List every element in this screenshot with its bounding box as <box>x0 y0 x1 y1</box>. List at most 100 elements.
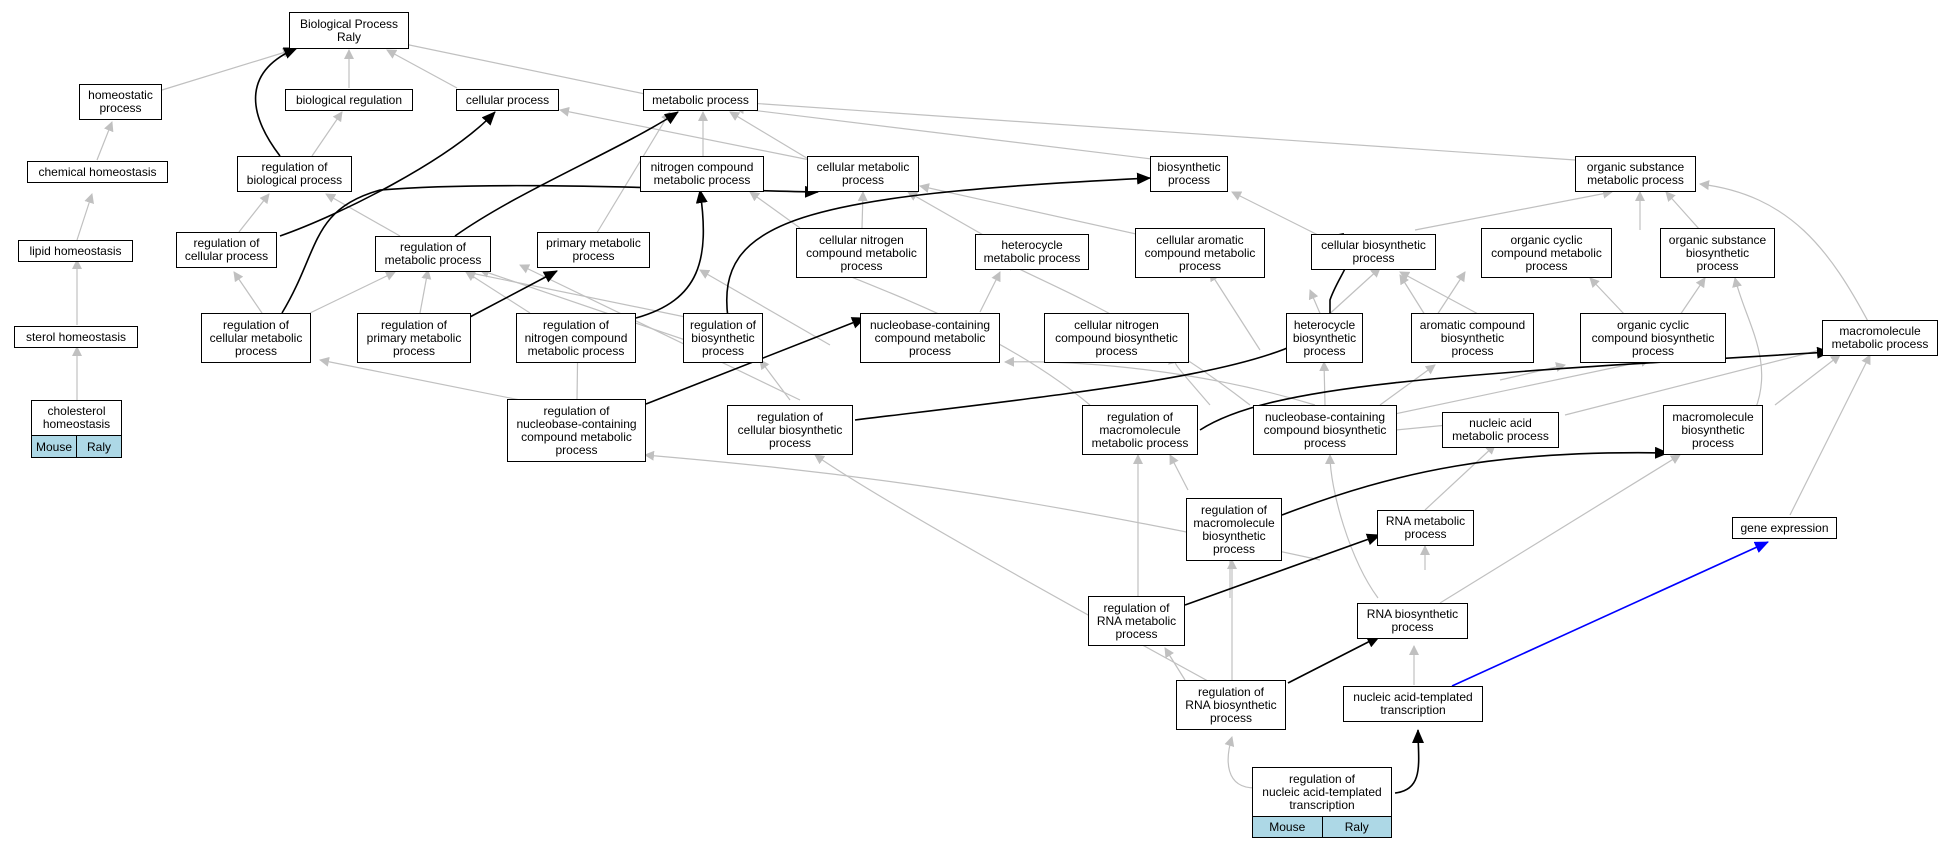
edge <box>919 183 1146 237</box>
node-cellular-nitrogen-compound-biosynthetic-process[interactable]: cellular nitrogen compound biosynthetic … <box>1044 313 1189 363</box>
edge <box>1281 446 1669 516</box>
edge <box>814 454 1218 687</box>
node-homeostatic-process[interactable]: homeostatic process <box>79 84 162 120</box>
edge <box>1319 361 1330 406</box>
edge <box>479 268 701 346</box>
node-nucleic-acid-templated-transcription[interactable]: nucleic acid-templated transcription <box>1343 686 1483 722</box>
node-regulation-of-cellular-process[interactable]: regulation of cellular process <box>176 232 277 268</box>
node-cellular-aromatic-compound-metabolic-process[interactable]: cellular aromatic compound metabolic pro… <box>1135 228 1265 278</box>
edge <box>1231 191 1321 237</box>
node-organic-cyclic-compound-biosynthetic-process[interactable]: organic cyclic compound biosynthetic pro… <box>1580 313 1726 363</box>
node-macromolecule-biosynthetic-process[interactable]: macromolecule biosynthetic process <box>1663 405 1763 455</box>
edge <box>1169 454 1189 491</box>
node-regulation-of-nucleic-acid-templated-transcription[interactable]: regulation of nucleic acid-templated tra… <box>1252 767 1392 817</box>
node-heterocycle-biosynthetic-process[interactable]: heterocycle biosynthetic process <box>1286 313 1363 363</box>
node-regulation-of-biosynthetic-process[interactable]: regulation of biosynthetic process <box>683 313 763 363</box>
node-regulation-of-nucleobase-containing-compound-metabolic-process[interactable]: regulation of nucleobase-containing comp… <box>507 399 646 462</box>
edge <box>857 191 868 229</box>
edge <box>1168 354 1211 406</box>
edge <box>161 47 293 91</box>
edge <box>559 106 811 161</box>
node-nucleic-acid-metabolic-process[interactable]: nucleic acid metabolic process <box>1442 412 1559 448</box>
edge <box>1451 541 1769 687</box>
node-regulation-of-cellular-biosynthetic-process[interactable]: regulation of cellular biosynthetic proc… <box>727 405 853 455</box>
node-cellular-nitrogen-compound-metabolic-process[interactable]: cellular nitrogen compound metabolic pro… <box>796 228 927 278</box>
edge <box>734 97 1576 161</box>
edge <box>1184 533 1381 606</box>
node-regulation-of-cellular-metabolic-process[interactable]: regulation of cellular metabolic process <box>201 313 311 363</box>
node-gene-expression[interactable]: gene expression <box>1732 517 1837 539</box>
edge <box>1414 188 1613 231</box>
edge <box>325 193 401 237</box>
edge <box>386 49 458 89</box>
cholesterol-tag-row: Mouse Raly <box>31 436 122 458</box>
edge <box>519 264 801 401</box>
edge <box>465 271 531 314</box>
tag-raly: Raly <box>76 436 121 457</box>
node-regulation-of-primary-metabolic-process[interactable]: regulation of primary metabolic process <box>357 313 471 363</box>
node-biological-regulation[interactable]: biological regulation <box>285 89 413 111</box>
node-lipid-homeostasis[interactable]: lipid homeostasis <box>18 240 133 262</box>
node-aromatic-compound-biosynthetic-process[interactable]: aromatic compound biosynthetic process <box>1411 313 1534 363</box>
node-regulation-of-biological-process[interactable]: regulation of biological process <box>237 156 352 192</box>
edge <box>1389 356 1651 416</box>
edge <box>734 104 1161 161</box>
edge <box>1394 729 1425 794</box>
node-macromolecule-metabolic-process[interactable]: macromolecule metabolic process <box>1822 320 1938 356</box>
edge <box>1732 277 1763 411</box>
node-chemical-homeostasis[interactable]: chemical homeostasis <box>27 161 168 183</box>
node-cellular-metabolic-process[interactable]: cellular metabolic process <box>807 156 919 192</box>
edge <box>254 47 298 157</box>
node-nitrogen-compound-metabolic-process[interactable]: nitrogen compound metabolic process <box>640 156 764 192</box>
edge <box>907 191 986 237</box>
edge <box>1424 444 1496 511</box>
node-regulation-of-nitrogen-compound-metabolic-process[interactable]: regulation of nitrogen compound metaboli… <box>516 313 636 363</box>
edge <box>279 111 496 237</box>
node-organic-cyclic-compound-metabolic-process[interactable]: organic cyclic compound metabolic proces… <box>1481 228 1612 278</box>
node-regulation-of-macromolecule-metabolic-process[interactable]: regulation of macromolecule metabolic pr… <box>1082 405 1198 455</box>
edge <box>1287 635 1381 684</box>
edge <box>238 193 270 233</box>
node-cellular-biosynthetic-process[interactable]: cellular biosynthetic process <box>1311 234 1436 270</box>
node-nucleobase-containing-compound-metabolic-process[interactable]: nucleobase-containing compound metabolic… <box>860 313 1000 363</box>
tag-raly: Raly <box>1321 817 1391 837</box>
edge <box>1399 274 1426 316</box>
edge <box>1164 647 1186 681</box>
edge <box>1004 261 1251 406</box>
node-regulation-of-rna-metabolic-process[interactable]: regulation of RNA metabolic process <box>1088 596 1185 646</box>
node-organic-substance-metabolic-process[interactable]: organic substance metabolic process <box>1575 156 1696 192</box>
edge <box>979 271 1001 313</box>
edge <box>76 193 94 241</box>
edge <box>594 111 671 237</box>
node-regulation-of-macromolecule-biosynthetic-process[interactable]: regulation of macromolecule biosynthetic… <box>1186 498 1282 561</box>
node-rna-biosynthetic-process[interactable]: RNA biosynthetic process <box>1357 603 1468 639</box>
edge <box>1399 271 1481 316</box>
edge <box>1499 362 1566 381</box>
node-bp-raly[interactable]: Biological Process Raly <box>289 12 409 49</box>
node-cellular-process[interactable]: cellular process <box>456 89 559 111</box>
edge <box>1224 736 1256 789</box>
transcription-tag-row: Mouse Raly <box>1252 817 1392 838</box>
edge <box>1699 180 1871 326</box>
node-nucleobase-containing-compound-biosynthetic-process[interactable]: nucleobase-containing compound biosynthe… <box>1253 405 1397 455</box>
node-organic-substance-biosynthetic-process[interactable]: organic substance biosynthetic process <box>1660 228 1775 278</box>
node-cholesterol-homeostasis[interactable]: cholesterol homeostasis <box>31 400 122 436</box>
node-rna-metabolic-process[interactable]: RNA metabolic process <box>1377 510 1474 546</box>
node-primary-metabolic-process[interactable]: primary metabolic process <box>537 232 650 268</box>
node-metabolic-process[interactable]: metabolic process <box>643 89 758 111</box>
edge <box>311 111 343 157</box>
node-sterol-homeostasis[interactable]: sterol homeostasis <box>14 326 138 348</box>
edge <box>419 269 432 314</box>
edge <box>729 111 811 161</box>
edge <box>635 189 708 319</box>
edge <box>319 356 521 401</box>
node-regulation-of-rna-biosynthetic-process[interactable]: regulation of RNA biosynthetic process <box>1176 680 1286 730</box>
edge <box>1434 271 1466 319</box>
edge <box>454 111 679 237</box>
edge <box>1325 454 1379 599</box>
edge <box>233 271 263 314</box>
node-biosynthetic-process[interactable]: biosynthetic process <box>1150 156 1228 192</box>
node-regulation-of-metabolic-process[interactable]: regulation of metabolic process <box>375 236 491 272</box>
node-heterocycle-metabolic-process[interactable]: heterocycle metabolic process <box>975 234 1089 270</box>
edge <box>1774 354 1841 406</box>
